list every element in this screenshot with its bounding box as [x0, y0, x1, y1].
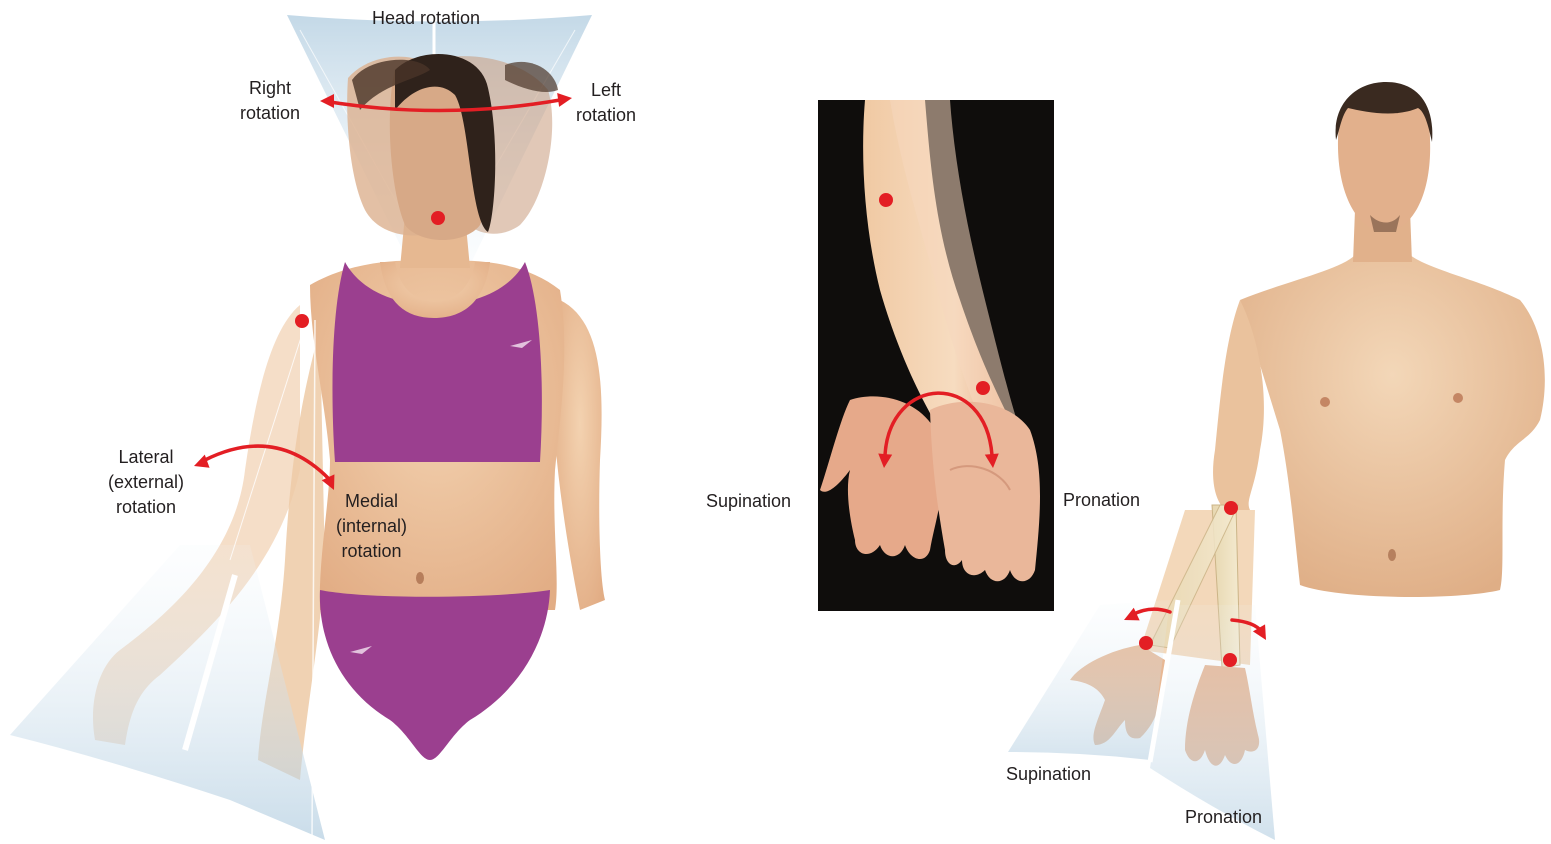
elbow-pivot-dot [1224, 501, 1238, 515]
wrist-supination-pivot-dot [1139, 636, 1153, 650]
head-rotation-label: Head rotation [372, 6, 480, 31]
right-rotation-line-1: Right [240, 76, 300, 101]
shoulder-pivot-dot [295, 314, 309, 328]
lateral-rotation-line-1: Lateral [108, 445, 184, 470]
lateral-rotation-label: Lateral (external) rotation [108, 445, 184, 520]
medial-rotation-label: Medial (internal) rotation [336, 489, 407, 564]
left-rotation-label: Left rotation [576, 78, 636, 128]
lateral-rotation-line-3: rotation [108, 495, 184, 520]
arm-rotation-arrowhead-lateral [194, 455, 210, 468]
medial-rotation-line-3: rotation [336, 539, 407, 564]
left-rotation-line-1: Left [576, 78, 636, 103]
forearm-rotation-plane [1008, 600, 1275, 840]
head-pivot-dot [431, 211, 445, 225]
right-rotation-line-2: rotation [240, 101, 300, 126]
lateral-rotation-line-2: (external) [108, 470, 184, 495]
photo-elbow-pivot-dot [879, 193, 893, 207]
right-rotation-label: Right rotation [240, 76, 300, 126]
left-rotation-line-2: rotation [576, 103, 636, 128]
head-rotation-arrowhead-left [557, 93, 572, 107]
medial-rotation-line-1: Medial [336, 489, 407, 514]
pronation-photo-label: Pronation [1063, 488, 1140, 513]
wrist-pronation-pivot-dot [1223, 653, 1237, 667]
supination-photo-label: Supination [706, 489, 791, 514]
medial-rotation-line-2: (internal) [336, 514, 407, 539]
forearm-photo [818, 100, 1054, 611]
pronation-figure-label: Pronation [1185, 805, 1262, 830]
supination-figure-label: Supination [1006, 762, 1091, 787]
photo-wrist-pivot-dot [976, 381, 990, 395]
